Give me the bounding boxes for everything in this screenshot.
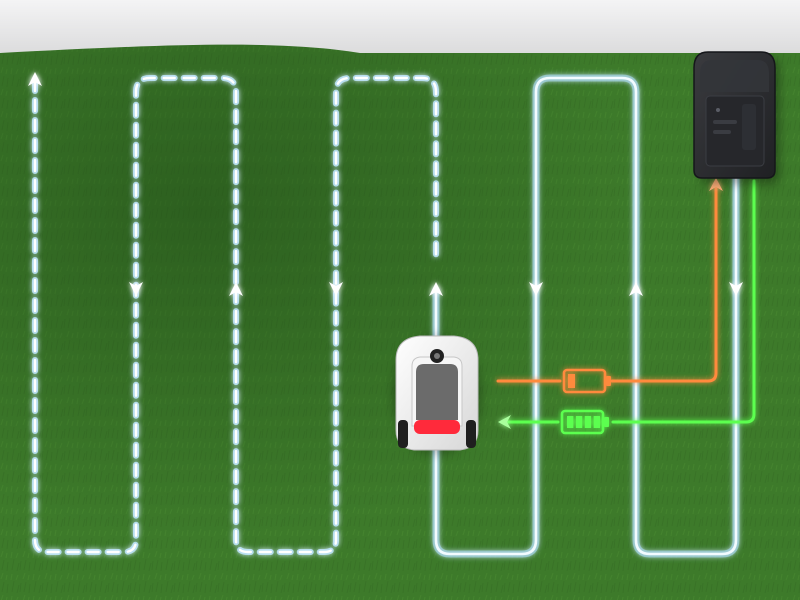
battery-full-segment bbox=[584, 416, 592, 428]
arrowhead-up bbox=[28, 72, 42, 86]
robot-mower-icon bbox=[393, 335, 481, 455]
battery-full-fill bbox=[567, 416, 601, 428]
battery-low-fill bbox=[568, 374, 575, 388]
charged-return-line bbox=[504, 179, 756, 424]
path-solid-group bbox=[432, 74, 740, 558]
arrowhead-up bbox=[429, 282, 443, 296]
arrowhead-up bbox=[229, 282, 243, 296]
mow-path-dashed-core bbox=[33, 76, 438, 554]
path-dashed-group bbox=[32, 75, 439, 555]
mow-path-solid-core bbox=[434, 76, 738, 556]
battery-full-segment bbox=[593, 416, 601, 428]
arrowhead-down bbox=[529, 282, 543, 296]
return-to-charge-line bbox=[496, 184, 718, 383]
path-arrowheads bbox=[28, 72, 743, 296]
charging-station-icon bbox=[693, 51, 779, 184]
battery-low-icon bbox=[562, 368, 611, 394]
charging-lines bbox=[496, 179, 756, 424]
arrowhead-down bbox=[329, 282, 343, 296]
green-arrowhead-left bbox=[498, 415, 511, 429]
orange-arrowhead-up bbox=[709, 178, 723, 191]
top-strip bbox=[0, 0, 800, 53]
battery-full-segment bbox=[567, 416, 574, 428]
arrowhead-down bbox=[129, 282, 143, 296]
arrowhead-up bbox=[629, 282, 643, 296]
battery-full-segment bbox=[575, 416, 583, 428]
battery-full-icon bbox=[560, 409, 609, 435]
arrowhead-down bbox=[729, 282, 743, 296]
